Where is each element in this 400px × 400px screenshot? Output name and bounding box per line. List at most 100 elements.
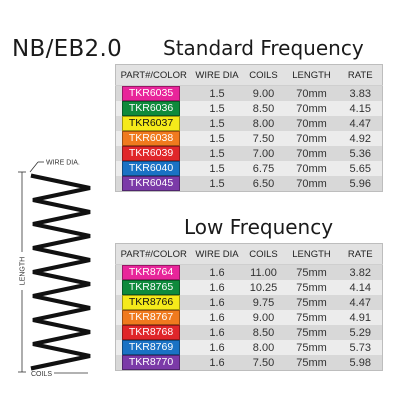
length-cell: 70mm <box>284 161 339 176</box>
wire-dia-cell: 1.6 <box>191 295 243 310</box>
standard-frequency-title: Standard Frequency <box>163 36 364 60</box>
rate-cell: 5.29 <box>338 325 383 340</box>
coils-cell: 10.25 <box>242 280 285 295</box>
length-cell: 75mm <box>284 264 339 280</box>
part-cell: TKR6045 <box>115 176 192 192</box>
color-chip: TKR8764 <box>122 265 180 280</box>
coils-cell: 9.00 <box>242 310 285 325</box>
part-cell: TKR8767 <box>115 310 192 325</box>
color-chip: TKR6040 <box>122 161 180 176</box>
part-cell: TKR8768 <box>115 325 192 340</box>
part-cell: TKR6038 <box>115 131 192 146</box>
rate-cell: 5.65 <box>338 161 383 176</box>
column-header: LENGTH <box>284 64 339 86</box>
wire-dia-cell: 1.6 <box>191 340 243 355</box>
wire-dia-leader <box>29 161 39 173</box>
wire-dia-label: WIRE DIA. <box>46 160 80 167</box>
column-header: WIRE DIA <box>191 243 243 265</box>
coils-cell: 11.00 <box>242 264 285 280</box>
length-cell: 75mm <box>284 295 339 310</box>
wire-dia-cell: 1.5 <box>191 116 243 131</box>
color-chip: TKR6035 <box>122 86 180 101</box>
rate-cell: 4.14 <box>338 280 383 295</box>
part-cell: TKR8764 <box>115 264 192 280</box>
length-cell: 75mm <box>284 325 339 340</box>
wire-dia-cell: 1.6 <box>191 310 243 325</box>
wire-dia-cell: 1.6 <box>191 325 243 340</box>
part-cell: TKR6037 <box>115 116 192 131</box>
part-cell: TKR8766 <box>115 295 192 310</box>
color-chip: TKR8765 <box>122 280 180 295</box>
wire-dia-cell: 1.5 <box>191 161 243 176</box>
coils-cell: 7.50 <box>242 131 285 146</box>
length-cell: 75mm <box>284 310 339 325</box>
column-header: PART#/COLOR <box>115 243 192 265</box>
length-cell: 70mm <box>284 101 339 116</box>
length-cell: 70mm <box>284 176 339 192</box>
column-header: LENGTH <box>284 243 339 265</box>
part-cell: TKR6040 <box>115 161 192 176</box>
part-cell: TKR6035 <box>115 85 192 101</box>
length-cell: 70mm <box>284 131 339 146</box>
color-chip: TKR6039 <box>122 146 180 161</box>
coils-cell: 6.75 <box>242 161 285 176</box>
part-cell: TKR8769 <box>115 340 192 355</box>
spring-diagram: WIRE DIA. LENGTH COILS <box>17 160 91 378</box>
color-chip: TKR6038 <box>122 131 180 146</box>
length-cell: 75mm <box>284 340 339 355</box>
coils-cell: 9.75 <box>242 295 285 310</box>
column-header: RATE <box>338 243 383 265</box>
length-cell: 70mm <box>284 116 339 131</box>
rate-cell: 4.47 <box>338 295 383 310</box>
column-header: PART#/COLOR <box>115 64 192 86</box>
spring-coils <box>30 173 91 371</box>
part-cell: TKR8765 <box>115 280 192 295</box>
low-frequency-title: Low Frequency <box>184 215 334 239</box>
color-chip: TKR8767 <box>122 310 180 325</box>
color-chip: TKR8770 <box>122 355 180 370</box>
rate-cell: 5.73 <box>338 340 383 355</box>
rate-cell: 4.91 <box>338 310 383 325</box>
color-chip: TKR8766 <box>122 295 180 310</box>
length-cell: 70mm <box>284 146 339 161</box>
color-chip: TKR6037 <box>122 116 180 131</box>
coils-cell: 7.00 <box>242 146 285 161</box>
coils-cell: 8.50 <box>242 101 285 116</box>
rate-cell: 5.36 <box>338 146 383 161</box>
part-cell: TKR8770 <box>115 355 192 371</box>
color-chip: TKR6045 <box>122 176 180 191</box>
wire-dia-cell: 1.5 <box>191 146 243 161</box>
rate-cell: 3.83 <box>338 85 383 101</box>
rate-cell: 4.47 <box>338 116 383 131</box>
wire-dia-cell: 1.5 <box>191 176 243 192</box>
model-title: NB/EB2.0 <box>12 36 123 62</box>
wire-dia-cell: 1.6 <box>191 355 243 371</box>
rate-cell: 4.15 <box>338 101 383 116</box>
rate-cell: 5.96 <box>338 176 383 192</box>
coils-cell: 8.50 <box>242 325 285 340</box>
column-header: WIRE DIA <box>191 64 243 86</box>
wire-dia-cell: 1.5 <box>191 85 243 101</box>
coils-cell: 8.00 <box>242 116 285 131</box>
color-chip: TKR8768 <box>122 325 180 340</box>
wire-dia-cell: 1.5 <box>191 101 243 116</box>
wire-dia-cell: 1.5 <box>191 131 243 146</box>
rate-cell: 4.92 <box>338 131 383 146</box>
